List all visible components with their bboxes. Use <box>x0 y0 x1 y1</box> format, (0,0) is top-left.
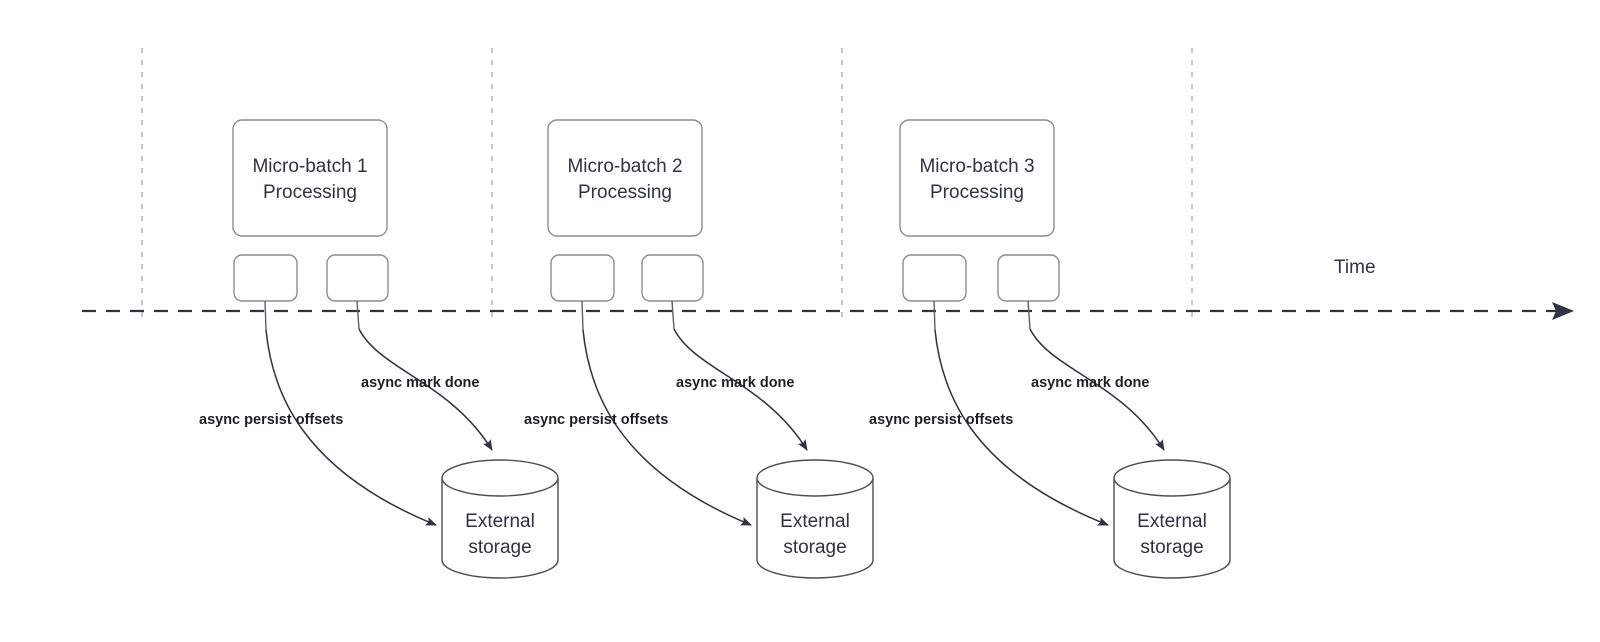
group-2-persist-stem <box>581 300 584 331</box>
tick-lines-layer <box>141 48 1193 322</box>
group-3: Micro-batch 3 Processing async persist o… <box>869 119 1231 579</box>
group-2-mark-done-task-box[interactable] <box>641 254 704 302</box>
group-3-mark-done-arrow <box>1029 328 1165 451</box>
group-2-storage-label-line2: storage <box>783 537 846 558</box>
micro-batch-2-label-line1: Micro-batch 2 <box>567 156 682 177</box>
group-1-storage-label-line1: External <box>465 511 535 532</box>
group-2-mark-done-stem <box>671 300 675 330</box>
group-3-mark-done-task-box[interactable] <box>997 254 1060 302</box>
time-axis-label: Time <box>1334 257 1376 278</box>
group-2-storage-label-line1: External <box>780 511 850 532</box>
group-3-persist-offsets-arrow <box>934 329 1109 526</box>
group-2-persist-offsets-label: async persist offsets <box>524 412 668 428</box>
group-1-persist-offsets-task-box[interactable] <box>233 254 298 302</box>
micro-batch-1-label-line2: Processing <box>263 182 357 203</box>
group-1-external-storage-cylinder[interactable] <box>441 459 559 579</box>
group-1-storage-label-line2: storage <box>468 537 531 558</box>
group-2-mark-done-arrow <box>673 328 808 451</box>
timeline-axis: Time <box>82 257 1574 320</box>
micro-batch-3-box[interactable] <box>899 119 1055 237</box>
timeline-arrowhead <box>1552 302 1574 320</box>
group-3-mark-done-label: async mark done <box>1031 375 1149 391</box>
micro-batch-3-label-line1: Micro-batch 3 <box>919 156 1034 177</box>
group-1-mark-done-task-box[interactable] <box>326 254 389 302</box>
micro-batch-2-box[interactable] <box>547 119 703 237</box>
group-3-persist-offsets-task-box[interactable] <box>902 254 967 302</box>
group-3-persist-offsets-label: async persist offsets <box>869 412 1013 428</box>
micro-batch-3-label-line2: Processing <box>930 182 1024 203</box>
group-1-persist-stem <box>264 300 267 331</box>
group-2-external-storage-cylinder[interactable] <box>756 459 874 579</box>
group-2-mark-done-label: async mark done <box>676 375 794 391</box>
group-1-persist-offsets-arrow <box>265 329 437 526</box>
group-3-persist-stem <box>933 300 936 331</box>
group-2-persist-offsets-task-box[interactable] <box>550 254 615 302</box>
group-1-mark-done-arrow <box>358 328 493 451</box>
group-3-mark-done-stem <box>1027 300 1031 330</box>
group-1-mark-done-label: async mark done <box>361 375 479 391</box>
group-1-persist-offsets-label: async persist offsets <box>199 412 343 428</box>
group-2-persist-offsets-arrow <box>582 329 752 526</box>
group-1: Micro-batch 1 Processing async persist o… <box>199 119 559 579</box>
micro-batch-1-box[interactable] <box>232 119 388 237</box>
group-2: Micro-batch 2 Processing async persist o… <box>524 119 874 579</box>
group-3-external-storage-cylinder[interactable] <box>1113 459 1231 579</box>
group-3-storage-label-line2: storage <box>1140 537 1203 558</box>
micro-batch-1-label-line1: Micro-batch 1 <box>252 156 367 177</box>
group-3-storage-label-line1: External <box>1137 511 1207 532</box>
micro-batch-2-label-line2: Processing <box>578 182 672 203</box>
group-1-mark-done-stem <box>356 300 360 330</box>
